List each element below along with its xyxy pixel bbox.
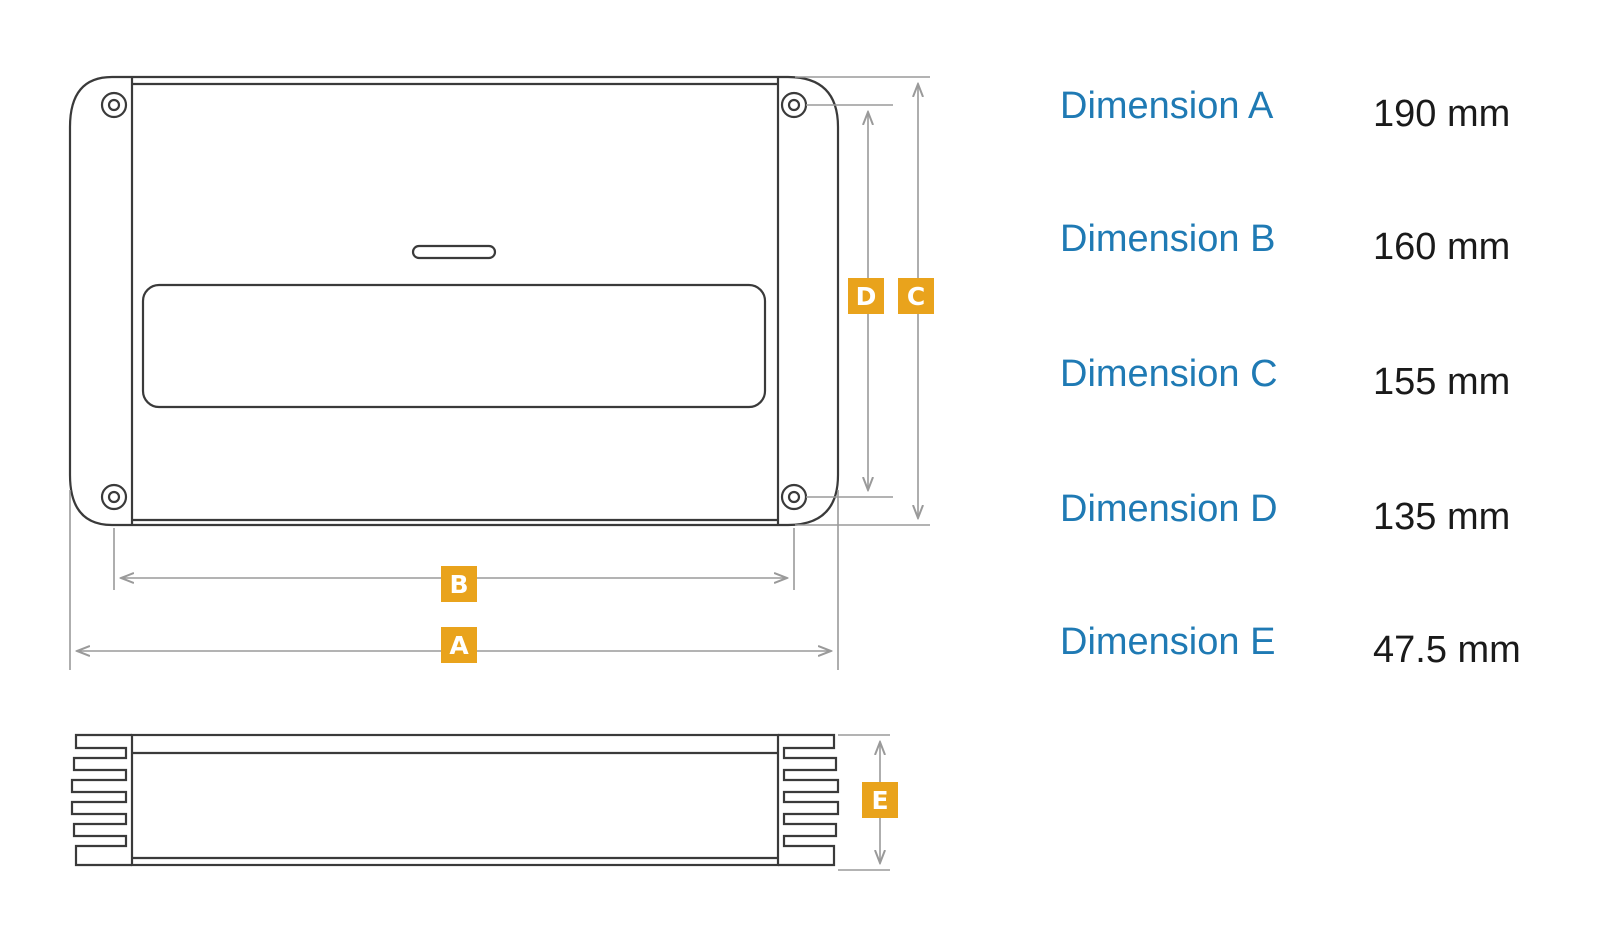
side-view — [70, 733, 840, 867]
right-heatsink-fins — [778, 733, 840, 867]
top-view-dimension-lines — [69, 76, 930, 670]
dimension-name: Dimension B — [1060, 218, 1276, 260]
badge-d-label: D — [856, 282, 877, 311]
screw-bottom-left — [100, 483, 128, 511]
dimension-name: Dimension C — [1060, 353, 1278, 395]
screw-top-right — [780, 91, 808, 119]
dimension-row-b: Dimension B 160 mm — [1060, 218, 1580, 278]
badge-b: B — [441, 566, 477, 602]
left-heatsink-fins — [70, 733, 132, 867]
dimension-value: 190 mm — [1373, 93, 1511, 135]
dimension-value: 155 mm — [1373, 361, 1511, 403]
badge-d: D — [848, 278, 884, 314]
badge-e-label: E — [871, 786, 888, 815]
dimension-name: Dimension E — [1060, 621, 1276, 663]
dimension-value: 160 mm — [1373, 226, 1511, 268]
screw-bottom-right — [780, 483, 808, 511]
dimension-drawing: D C B A E — [68, 75, 934, 871]
front-panel-recess — [141, 283, 767, 409]
dimension-row-c: Dimension C 155 mm — [1060, 353, 1580, 413]
dimension-row-e: Dimension E 47.5 mm — [1060, 621, 1580, 681]
badge-e: E — [862, 782, 898, 818]
dimension-name: Dimension A — [1060, 85, 1274, 127]
dimension-value: 135 mm — [1373, 496, 1511, 538]
dimension-name: Dimension D — [1060, 488, 1278, 530]
badge-b-label: B — [449, 570, 468, 599]
indicator-slot — [411, 244, 497, 260]
screw-top-left — [100, 91, 128, 119]
badge-c-label: C — [907, 282, 925, 311]
badge-a: A — [441, 627, 477, 663]
top-view — [68, 75, 840, 527]
badge-c: C — [898, 278, 934, 314]
top-view-outer-outline — [68, 75, 840, 527]
dimension-value: 47.5 mm — [1373, 629, 1521, 671]
side-view-body — [130, 733, 780, 867]
dimension-row-a: Dimension A 190 mm — [1060, 85, 1580, 145]
badge-a-label: A — [449, 631, 469, 660]
dimension-row-d: Dimension D 135 mm — [1060, 488, 1580, 548]
